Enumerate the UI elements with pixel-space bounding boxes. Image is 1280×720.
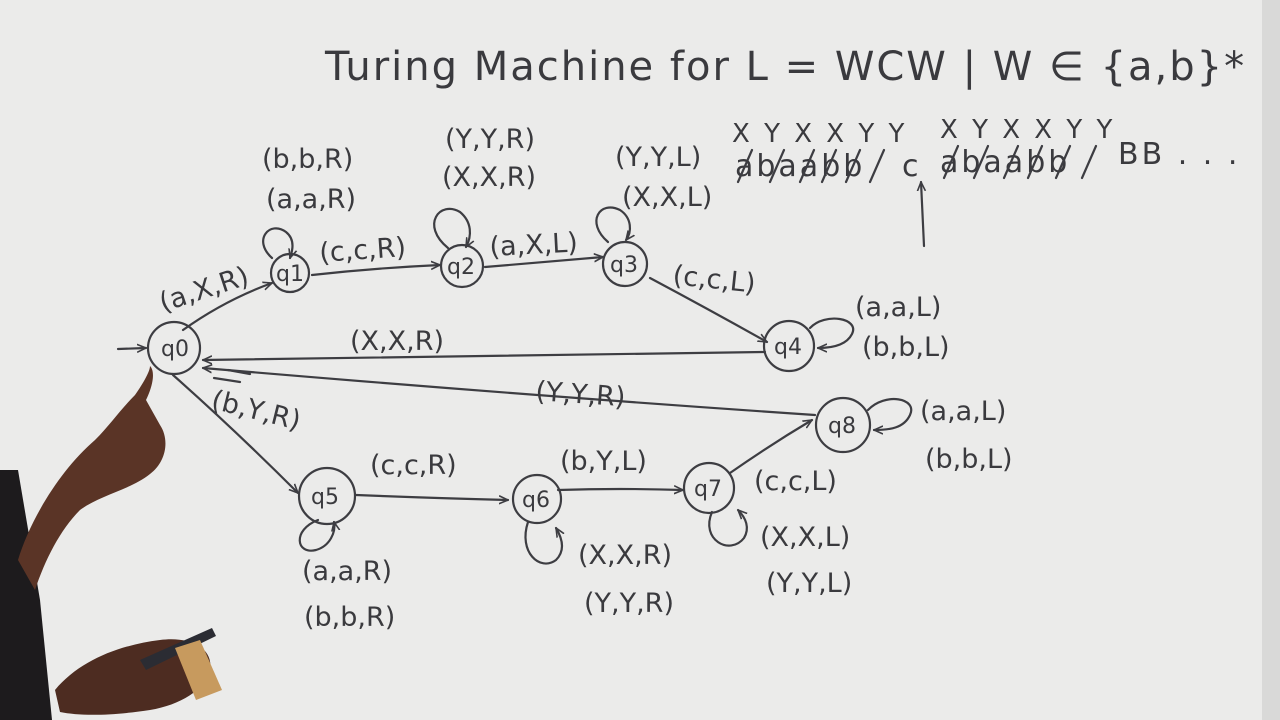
label-q2-loop-2: (X,X,R) bbox=[442, 162, 536, 193]
loop-q2 bbox=[433, 207, 470, 250]
label-q8-loop-1: (a,a,L) bbox=[920, 396, 1006, 427]
edge-q1-q2 bbox=[310, 265, 440, 277]
label-q1-loop-2: (a,a,R) bbox=[266, 184, 356, 215]
label-q0-q5: (b,Y,R) bbox=[208, 385, 303, 437]
tape-separator: c bbox=[902, 149, 922, 184]
presenter-lower-hand bbox=[55, 639, 211, 715]
label-q2-q3: (a,X,L) bbox=[489, 227, 579, 263]
edge-q2-q3 bbox=[483, 257, 603, 269]
start-arrow bbox=[116, 348, 146, 349]
loop-q4 bbox=[808, 317, 855, 348]
loop-q3 bbox=[595, 206, 630, 244]
label-q4-q0: (X,X,R) bbox=[350, 326, 444, 357]
label-q8-loop-2: (b,b,L) bbox=[925, 444, 1013, 475]
edge-q6-q7 bbox=[556, 489, 683, 490]
label-q4-loop-1: (a,a,L) bbox=[855, 292, 941, 323]
edge-q8-q0 bbox=[203, 368, 817, 417]
state-q7: q7 bbox=[682, 461, 736, 515]
state-q7-label: q7 bbox=[694, 477, 722, 502]
label-q1-q2: (c,c,R) bbox=[318, 232, 407, 269]
label-q6-loop-1: (X,X,R) bbox=[578, 540, 672, 571]
tape-marks-right: X Y X X Y Y bbox=[940, 115, 1115, 145]
presenter-arm-shadow bbox=[0, 470, 52, 720]
edge-q8-q0-arrowhead-retrace bbox=[212, 368, 252, 384]
edges bbox=[171, 257, 817, 500]
presenter-hand bbox=[18, 366, 166, 590]
state-q4-label: q4 bbox=[774, 335, 802, 360]
tape-symbols-right: abaabb bbox=[940, 145, 1070, 180]
edge-q7-q8 bbox=[728, 418, 812, 475]
state-q6-label: q6 bbox=[522, 488, 550, 513]
label-q2-loop-1: (Y,Y,R) bbox=[445, 124, 535, 155]
edge-q0-q1 bbox=[181, 283, 272, 332]
edge-labels: (a,X,R) (b,b,R) (a,a,R) (c,c,R) (Y,Y,R) … bbox=[156, 124, 1013, 633]
label-q0-q1: (a,X,R) bbox=[156, 261, 253, 319]
states: q0 q1 q2 q3 q4 q5 q6 q7 bbox=[146, 240, 872, 526]
self-loops bbox=[262, 206, 913, 565]
label-q3-loop-2: (X,X,L) bbox=[622, 182, 712, 213]
loop-q8 bbox=[866, 397, 913, 430]
tape: X Y X X Y Y X Y X X Y Y abaabb c abaabb … bbox=[732, 115, 1240, 248]
label-q8-q0: (Y,Y,R) bbox=[535, 376, 627, 413]
loop-q1 bbox=[262, 227, 292, 258]
presenter bbox=[0, 366, 222, 720]
state-q3-label: q3 bbox=[610, 253, 638, 278]
label-q3-loop-1: (Y,Y,L) bbox=[615, 142, 701, 173]
label-q3-q4: (c,c,L) bbox=[671, 260, 757, 300]
state-q2: q2 bbox=[439, 243, 485, 289]
label-q5-loop-2: (b,b,R) bbox=[304, 602, 395, 633]
tape-symbols-left: abaabb bbox=[735, 149, 865, 184]
label-q6-loop-2: (Y,Y,R) bbox=[584, 588, 674, 619]
marker-cap bbox=[175, 640, 222, 700]
tape-strikes-right bbox=[942, 144, 1098, 180]
tape-head-arrow bbox=[921, 182, 924, 248]
state-q3: q3 bbox=[601, 240, 649, 288]
state-q2-label: q2 bbox=[447, 255, 475, 280]
label-q5-loop-1: (a,a,R) bbox=[302, 556, 392, 587]
label-q6-q7: (b,Y,L) bbox=[560, 446, 647, 477]
label-q7-loop-2: (Y,Y,L) bbox=[766, 568, 852, 599]
state-q5-label: q5 bbox=[311, 485, 339, 510]
tape-blanks: BB . . . bbox=[1118, 137, 1240, 172]
tape-marks-left: X Y X X Y Y bbox=[732, 119, 907, 149]
label-q4-loop-2: (b,b,L) bbox=[862, 332, 950, 363]
state-q6: q6 bbox=[511, 473, 563, 525]
label-q7-q8: (c,c,L) bbox=[754, 466, 837, 497]
tape-strikes-left bbox=[736, 148, 886, 184]
edge-q0-q5 bbox=[171, 373, 298, 493]
label-q7-loop-1: (X,X,L) bbox=[760, 522, 850, 553]
state-q8-label: q8 bbox=[828, 414, 856, 439]
state-q4: q4 bbox=[762, 319, 816, 373]
state-q0-label: q0 bbox=[161, 337, 189, 362]
label-q5-q6: (c,c,R) bbox=[370, 450, 457, 481]
loop-q5 bbox=[298, 518, 335, 552]
edge-q4-q0 bbox=[201, 350, 767, 360]
edge-q5-q6 bbox=[354, 493, 508, 500]
label-q1-loop-1: (b,b,R) bbox=[262, 144, 353, 175]
state-q8: q8 bbox=[814, 396, 872, 454]
state-q1: q1 bbox=[269, 252, 311, 294]
state-q1-label: q1 bbox=[276, 262, 304, 287]
board-edge bbox=[1262, 0, 1280, 720]
loop-q6 bbox=[524, 520, 562, 565]
edge-q3-q4 bbox=[648, 276, 767, 344]
loop-q7 bbox=[708, 510, 748, 547]
state-q5: q5 bbox=[297, 466, 357, 526]
diagram-title: Turing Machine for L = WCW | W ∈ {a,b}* bbox=[324, 44, 1246, 90]
state-q0: q0 bbox=[146, 320, 202, 376]
